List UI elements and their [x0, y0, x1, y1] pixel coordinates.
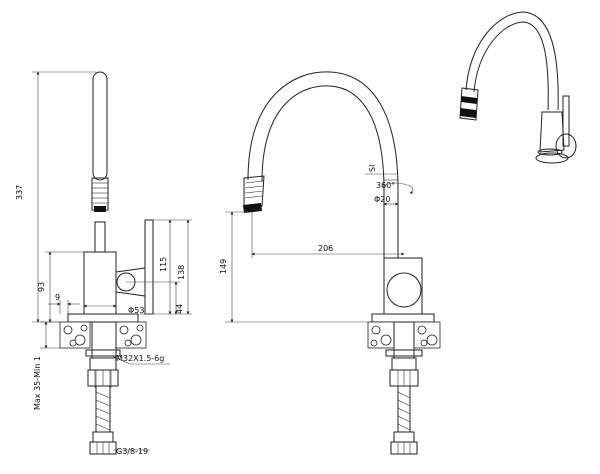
gooseneck-outer [247, 71, 399, 258]
persp-spray-head [459, 87, 479, 121]
dim-138-label: 138 [177, 265, 186, 280]
dim-9-label: 9 [55, 293, 60, 302]
persp-gooseneck-inner [473, 21, 549, 111]
countertop-thickness-label: Max 35-Min 1 [33, 356, 42, 410]
dim-149-label: 149 [219, 259, 228, 274]
front-view: 149 206 Sl 360° Φ20 [219, 71, 441, 455]
persp-gooseneck-outer [465, 11, 559, 111]
rotation-label: 360° [376, 181, 395, 190]
faucet-body [83, 251, 117, 315]
base-plate [67, 313, 139, 323]
dim-337-label: 337 [15, 185, 24, 200]
thread-spec-label: M32X1.5-6g [116, 354, 164, 363]
dim-93-label: 93 [37, 282, 46, 292]
aerator [94, 206, 106, 212]
supply-hoses [95, 386, 111, 432]
hose-mark-label: Sl [368, 165, 377, 172]
dim-phi53-label: Φ53 [128, 306, 144, 315]
hose-connector [92, 431, 114, 443]
handle-hub [115, 267, 146, 297]
dim-44-label: 44 [175, 304, 184, 314]
spout-neck [94, 221, 106, 253]
front-base-plate [371, 313, 435, 323]
dim-115-label: 115 [159, 257, 168, 272]
front-body [383, 257, 423, 315]
side-view: 337 93 9 115 138 44 Φ53 M32X1.5-6g Max 3… [15, 71, 192, 456]
front-handle-disc [386, 272, 422, 308]
spout-tube [92, 71, 108, 181]
persp-body [539, 111, 565, 153]
gooseneck-inner [261, 85, 385, 258]
threaded-shank [91, 321, 117, 359]
persp-base [535, 152, 569, 164]
lever-handle [144, 219, 154, 315]
persp-lever [562, 95, 570, 147]
hose-thread-label: G3/8-19 [116, 447, 148, 456]
perspective-view [459, 11, 577, 164]
countertop [59, 321, 147, 349]
dim-206-label: 206 [318, 244, 333, 253]
dim-phi20-label: Φ20 [374, 195, 390, 204]
front-countertop [367, 321, 441, 349]
front-spray-head [243, 175, 265, 209]
